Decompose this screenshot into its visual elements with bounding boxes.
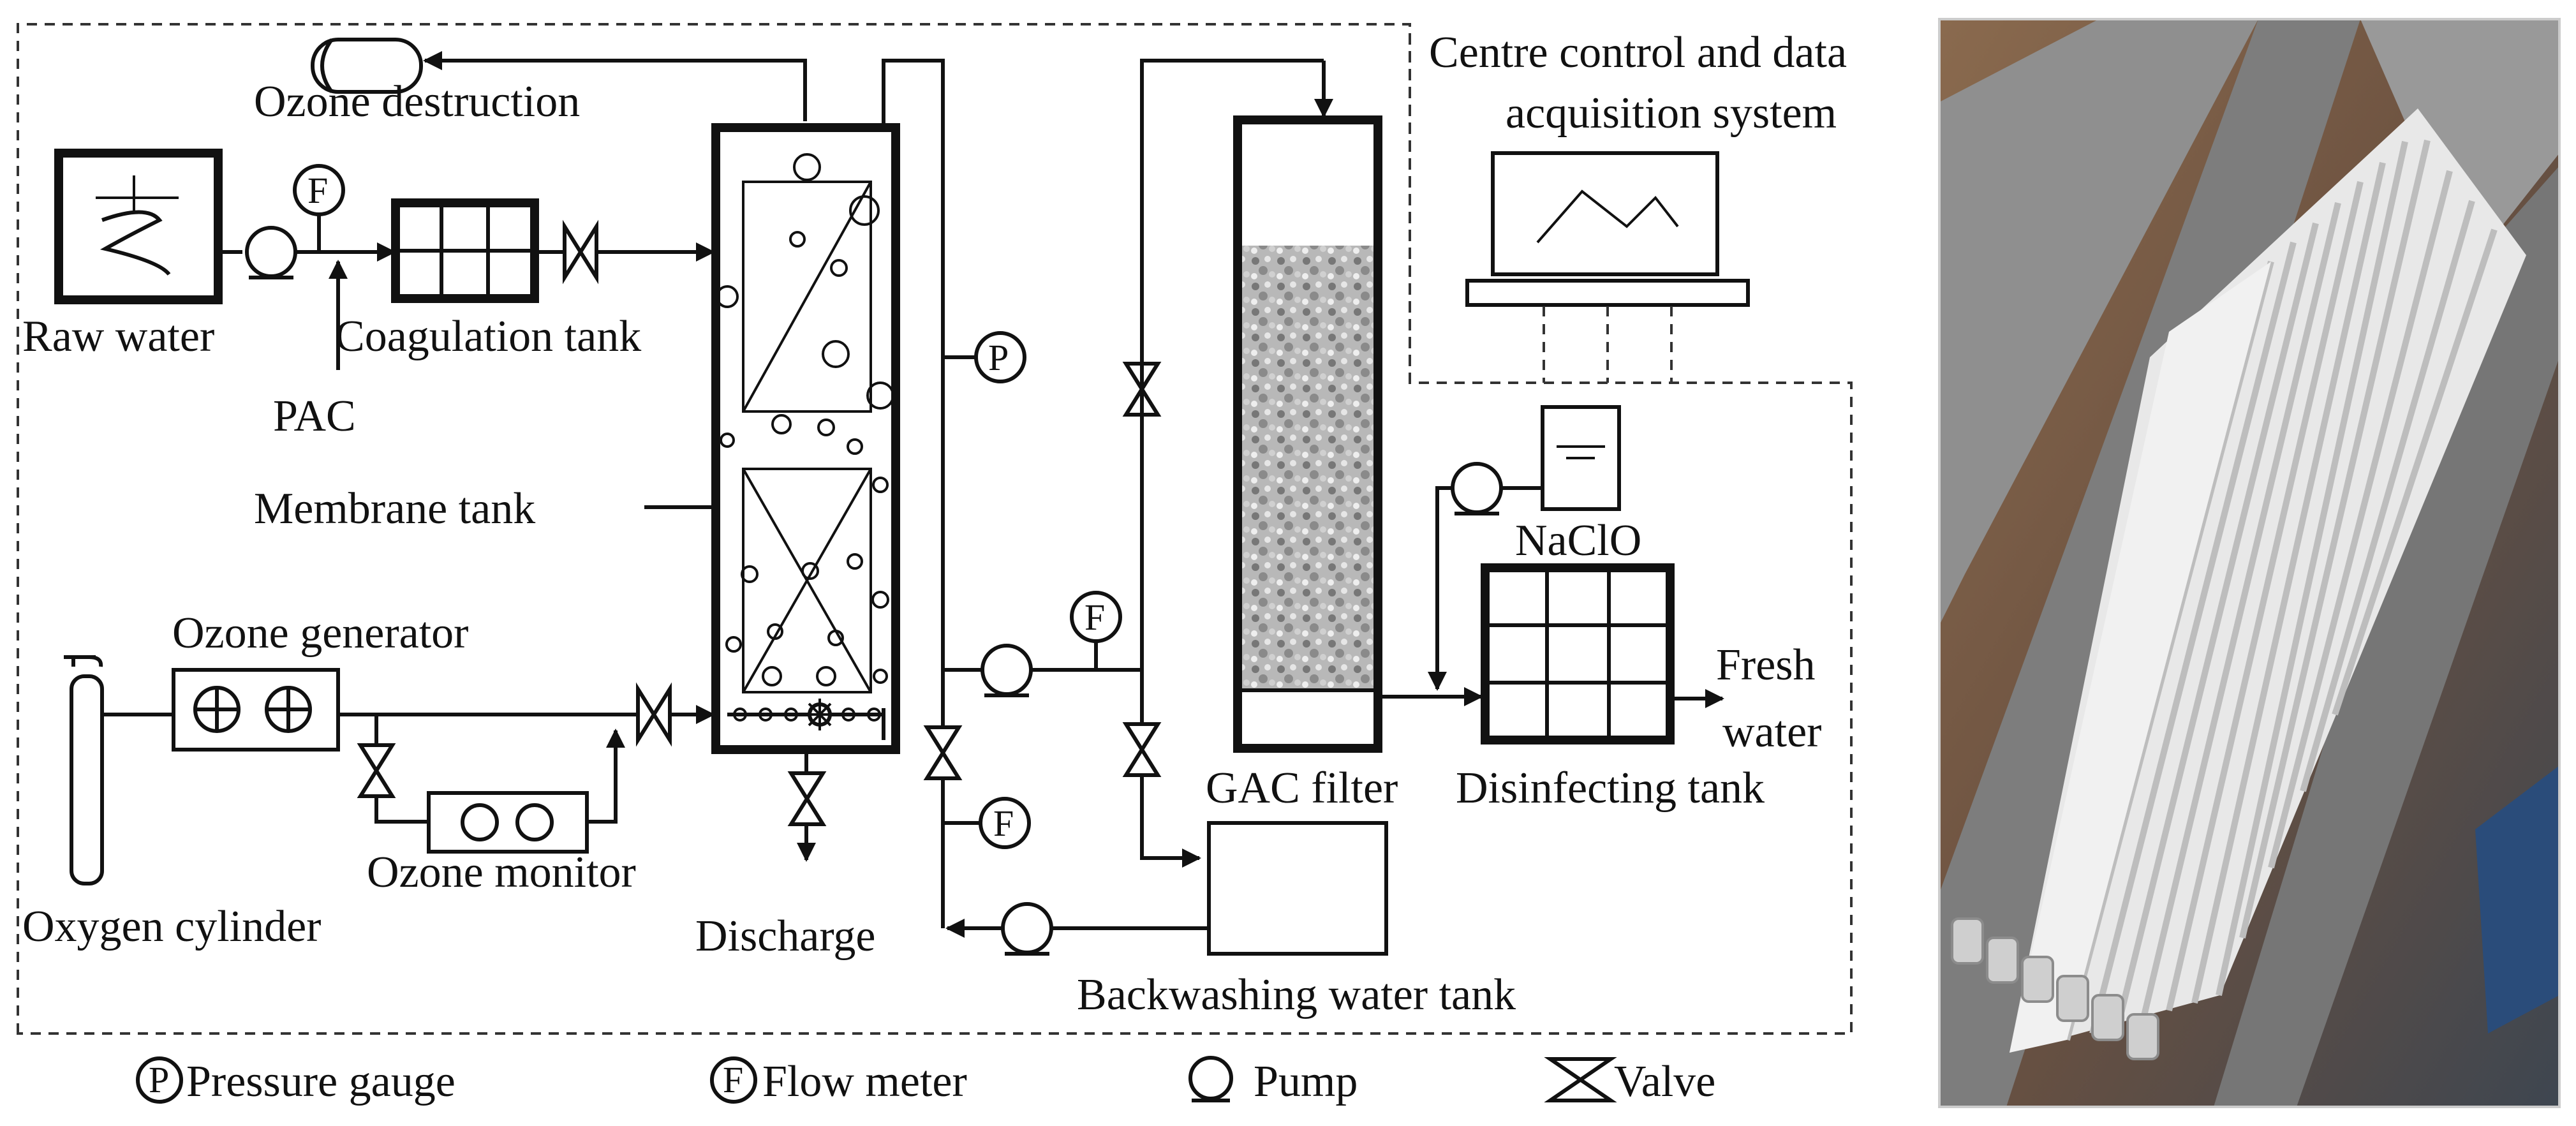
label-disinfecting-tank: Disinfecting tank [1456,764,1765,813]
ozone-destruction-unit [311,38,807,121]
pipe-naclo-dose [1428,486,1453,691]
pump-icon [1451,462,1543,515]
label-raw-water: Raw water [22,312,214,361]
label-discharge: Discharge [695,912,876,961]
label-fresh: Fresh [1716,641,1816,690]
raw-water-tank [54,149,223,304]
label-gac-filter: GAC filter [1206,764,1398,813]
flow-meter-icon: F [293,164,345,252]
pipe-to-backwash-tank [1140,775,1201,868]
label-ozone-monitor: Ozone monitor [367,848,636,897]
flow-meter-symbol: F [307,170,328,211]
legend-flow-meter-label: Flow meter [762,1057,967,1106]
flow-meter-icon: F [979,797,1031,849]
label-oxygen-cylinder: Oxygen cylinder [22,902,321,951]
legend-pressure-gauge: P Pressure gauge [136,1056,455,1106]
valve-icon [357,743,396,798]
ozone-diffuser-icon [804,699,836,730]
valve-icon [563,219,598,285]
pump-icon [218,226,297,279]
legend-pump: Pump [1188,1056,1358,1106]
legend-valve: Valve [1544,1057,1715,1106]
label-ozone-destruction: Ozone destruction [254,77,580,126]
naclo-tank [1541,405,1621,511]
legend: P Pressure gauge F Flow meter Pump Valve [136,1056,1715,1106]
legend-pressure-gauge-symbol: P [149,1059,169,1100]
oxygen-cylinder [64,655,104,885]
pressure-gauge-symbol: P [988,337,1009,378]
label-pac: PAC [273,392,356,441]
coagulation-tank [391,198,539,303]
ozone-monitor [427,791,589,854]
label-naclo: NaClO [1515,516,1641,565]
membrane-module-photo [1938,18,2561,1108]
label-coagulation-tank: Coagulation tank [335,312,641,361]
label-control-line1: Centre control and data [1429,28,1847,77]
label-backwashing-water-tank: Backwashing water tank [1077,970,1516,1019]
flow-meter-symbol: F [993,803,1014,844]
flow-meter-icon: F [1070,591,1122,670]
flow-meter-symbol: F [1084,596,1105,638]
disinfecting-tank [1481,563,1675,744]
valve-icon [923,725,963,780]
legend-pressure-gauge-label: Pressure gauge [186,1057,455,1106]
valve-icon [1544,1057,1617,1102]
pump-icon [981,644,1033,697]
legend-flow-meter: F Flow meter [710,1056,967,1106]
valve-icon [1122,362,1162,417]
valve-icon [1122,722,1162,777]
ozone-generator [172,668,340,752]
legend-valve-label: Valve [1614,1057,1715,1106]
membrane-tank [711,123,900,754]
label-control-line2: acquisition system [1506,89,1837,138]
label-membrane-tank: Membrane tank [254,484,535,533]
valve-icon [636,682,672,747]
legend-flow-meter-symbol: F [723,1059,743,1100]
backwashing-water-tank [1207,821,1388,956]
label-ozone-generator: Ozone generator [172,609,468,658]
legend-pump-label: Pump [1254,1057,1358,1106]
valve-icon [787,771,827,826]
gac-filter [1233,115,1382,753]
computer-icon [1465,151,1750,307]
label-water: water [1722,707,1821,757]
pump-icon [1001,902,1053,956]
pressure-gauge-icon: P [974,331,1026,383]
